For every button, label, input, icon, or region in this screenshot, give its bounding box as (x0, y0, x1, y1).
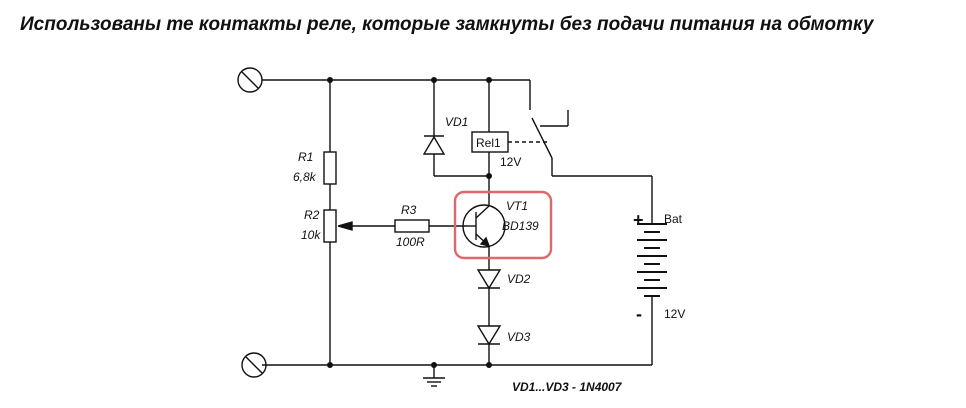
r3-value-label: 100R (396, 235, 425, 249)
potentiometer-r2 (323, 209, 353, 365)
battery-voltage-label: 12V (664, 307, 685, 321)
resistor-r3 (352, 219, 467, 233)
transistor-highlight (453, 190, 553, 260)
battery-plus-label: + (633, 210, 644, 230)
r3-name-label: R3 (401, 203, 417, 217)
vt1-name-label: VT1 (506, 199, 528, 213)
ground-symbol (423, 365, 445, 387)
bottom-terminal (241, 352, 267, 378)
battery (637, 176, 667, 365)
top-terminal (237, 67, 263, 93)
vd3-label: VD3 (507, 330, 531, 344)
battery-minus-label: - (636, 304, 642, 324)
resistor-r1 (323, 80, 337, 210)
transistor-vt1 (462, 176, 506, 270)
slide-title: Использованы те контакты реле, которые з… (20, 14, 874, 35)
r1-name-label: R1 (298, 150, 313, 164)
vd2-label: VD2 (507, 272, 531, 286)
diode-vd1 (422, 80, 489, 177)
r2-value-label: 10k (301, 228, 321, 242)
vt1-part-label: BD139 (502, 219, 539, 233)
diode-vd2 (476, 269, 502, 326)
relay-voltage-label: 12V (500, 155, 521, 169)
r2-name-label: R2 (304, 208, 320, 222)
r1-value-label: 6,8k (293, 170, 317, 184)
vd1-label: VD1 (445, 115, 468, 129)
diode-vd3 (476, 325, 502, 365)
relay-contact (508, 80, 652, 177)
component-labels: R1 6,8k R2 10k R3 100R VD1 Rel1 12V VT1 … (293, 115, 685, 394)
battery-name-label: Bat (664, 212, 683, 226)
diode-footnote: VD1...VD3 - 1N4007 (512, 380, 623, 394)
relay-name-label: Rel1 (476, 136, 501, 150)
